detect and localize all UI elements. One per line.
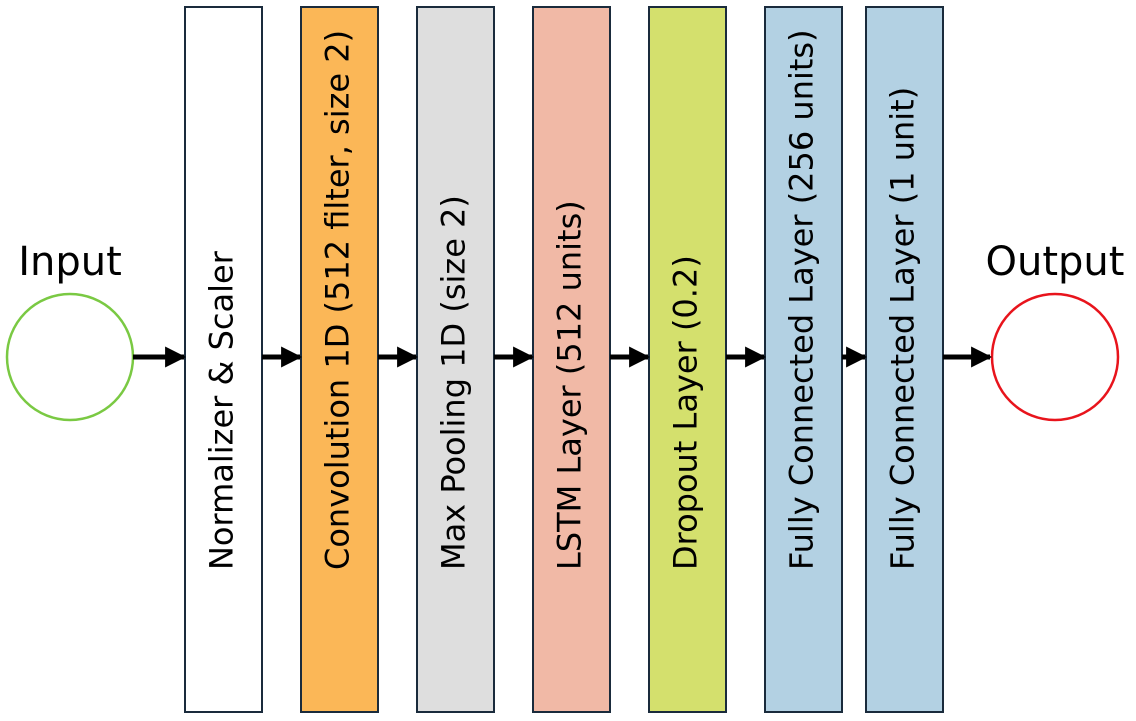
- layer-box-dropout: [648, 6, 727, 713]
- layer-label-lstm: LSTM Layer (512 units): [551, 200, 589, 570]
- layer-label-conv1d: Convolution 1D (512 filter, size 2): [319, 30, 357, 570]
- layer-box-conv1d: [300, 6, 379, 713]
- output-label: Output: [986, 239, 1125, 285]
- input-node-circle: [5, 292, 135, 422]
- layer-label-dropout: Dropout Layer (0.2): [667, 255, 705, 570]
- layer-box-fc256: [764, 6, 843, 713]
- layer-label-fc256: Fully Connected Layer (256 units): [783, 29, 821, 570]
- layer-label-normalizer: Normalizer & Scaler: [203, 250, 241, 570]
- layer-box-normalizer: [184, 6, 263, 713]
- layer-label-maxpool1d: Max Pooling 1D (size 2): [435, 195, 473, 570]
- layer-box-lstm: [532, 6, 611, 713]
- output-node-circle: [990, 292, 1120, 422]
- layers-group: Normalizer & Scaler Convolution 1D (512 f…: [184, 6, 944, 713]
- input-label: Input: [18, 239, 122, 285]
- layer-label-fc1: Fully Connected Layer (1 unit): [884, 87, 922, 570]
